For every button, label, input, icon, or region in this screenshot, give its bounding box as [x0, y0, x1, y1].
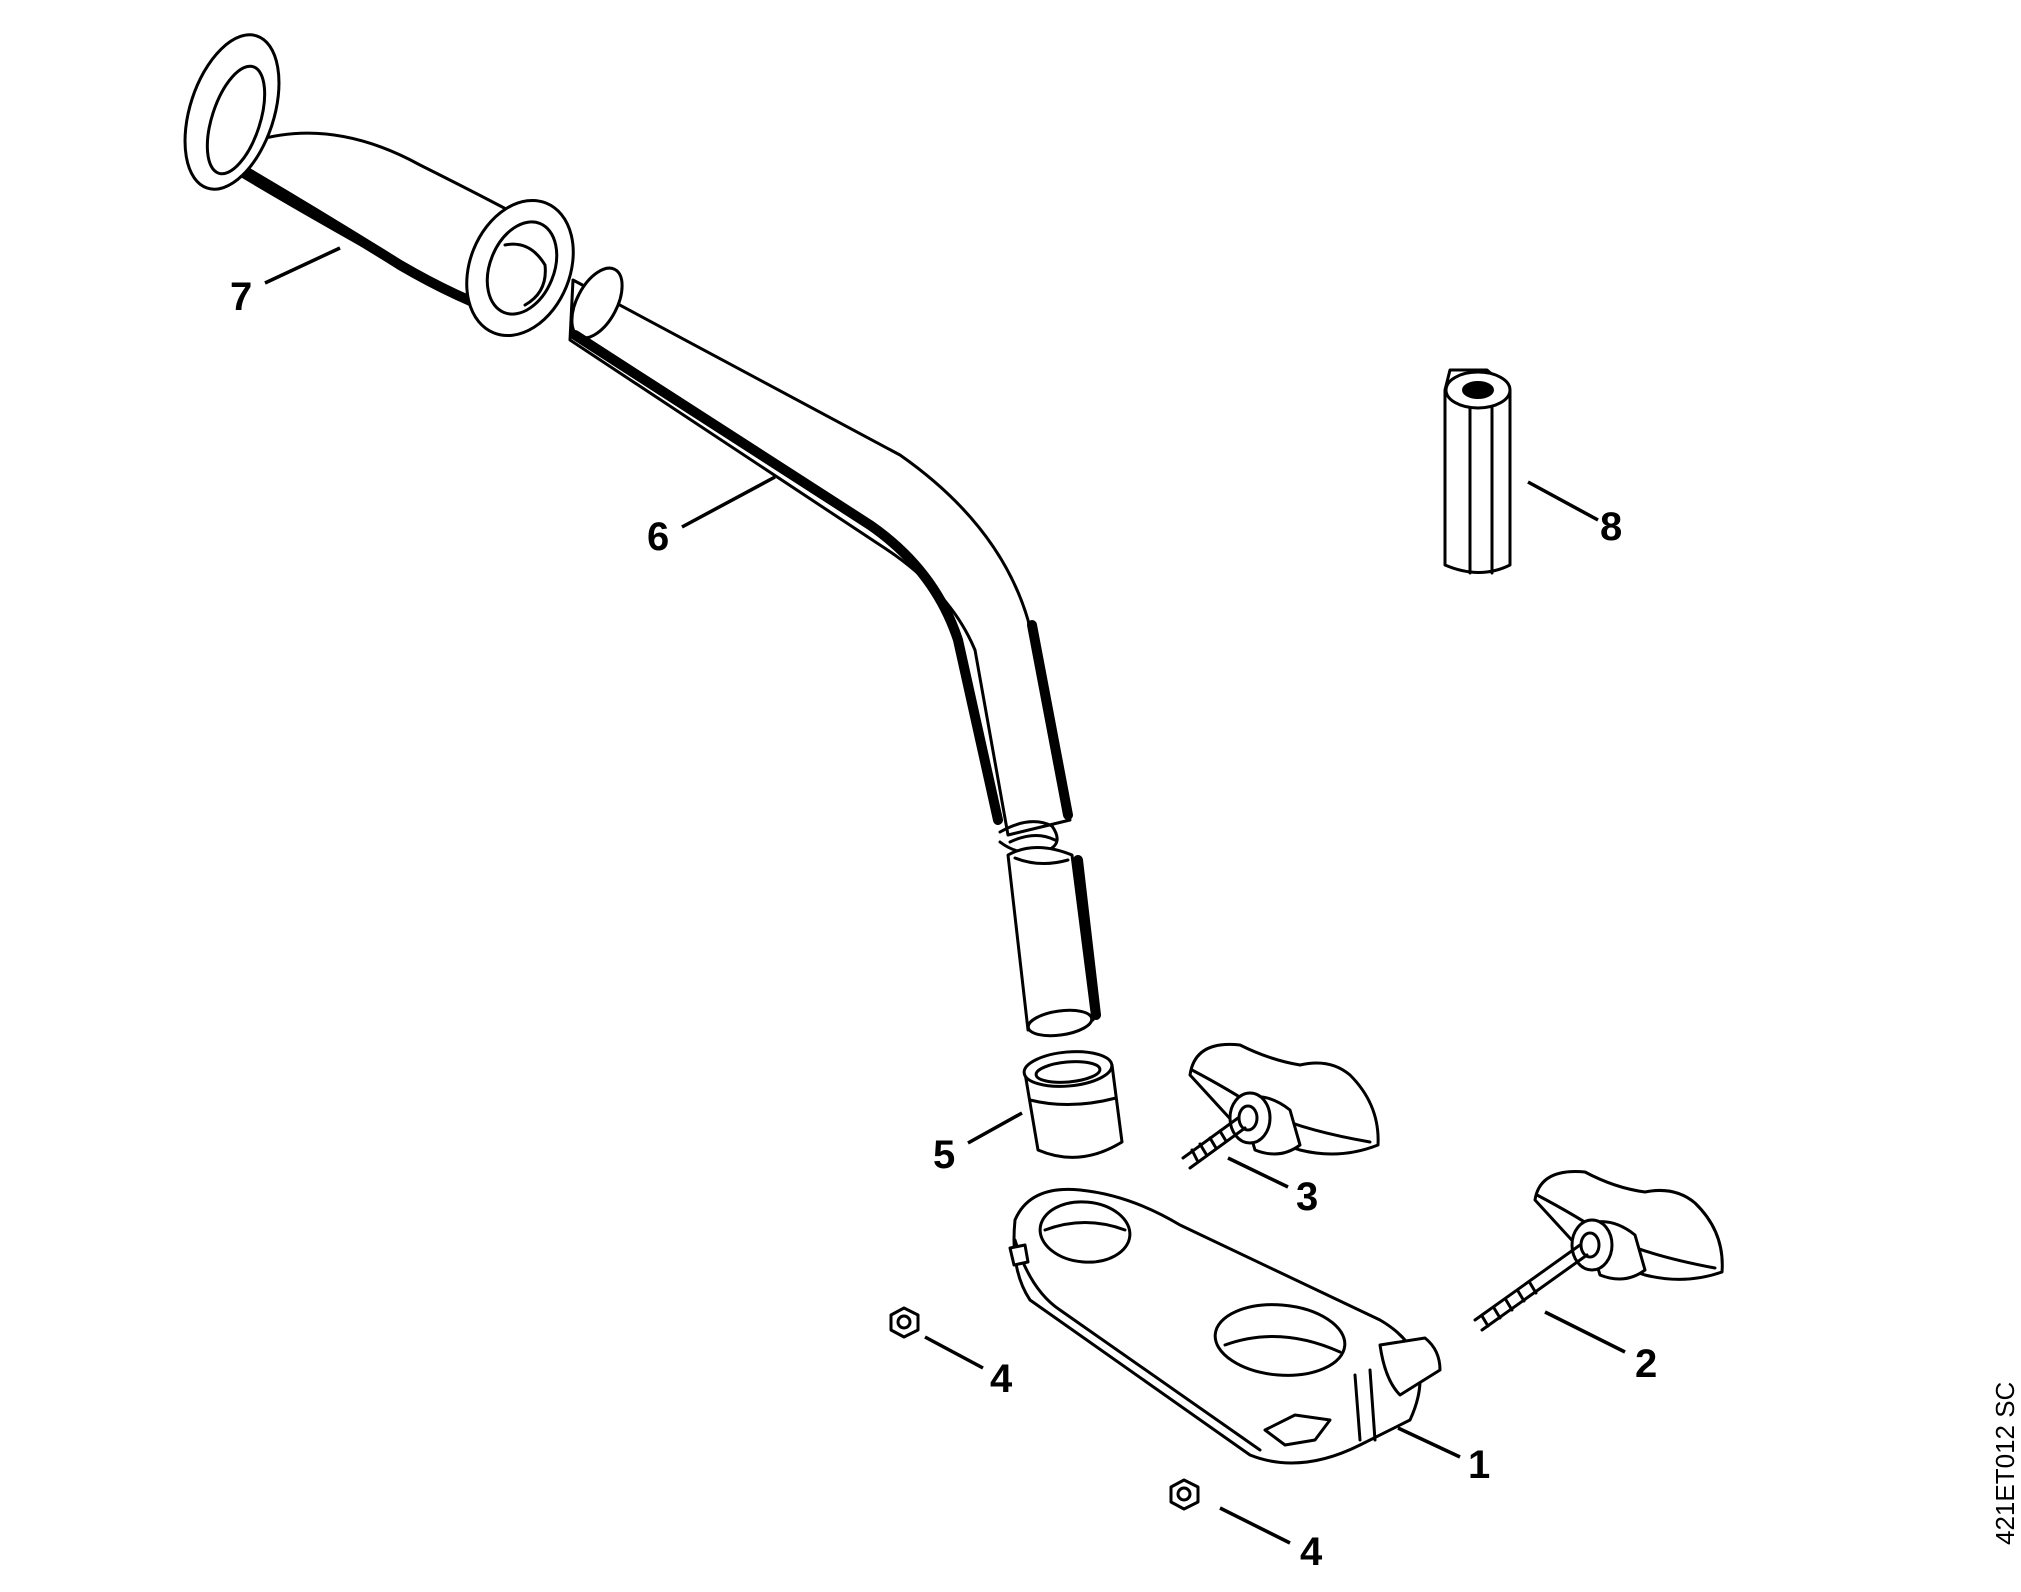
part-7-handle-grip [183, 33, 575, 338]
leader-line-6 [681, 475, 776, 529]
part-4-hex-nut-lower [1169, 1478, 1200, 1511]
leader-line-4a [924, 1335, 984, 1370]
callout-1: 1 [1468, 1443, 1490, 1487]
callout-3: 3 [1296, 1175, 1318, 1219]
callout-4-lower: 4 [1300, 1530, 1323, 1574]
callout-7: 7 [230, 275, 252, 319]
part-3-star-knob-screw [1181, 1042, 1380, 1170]
part-2-star-knob-screw [1473, 1170, 1724, 1332]
callout-6: 6 [647, 515, 669, 559]
leader-line-2 [1544, 1310, 1626, 1354]
part-5-bushing [1022, 1050, 1124, 1159]
callout-8: 8 [1600, 505, 1622, 549]
document-code: 421ET012 SC [1990, 1382, 2020, 1545]
part-6-handle-tube [568, 266, 1101, 1038]
leader-line-4b [1219, 1506, 1291, 1545]
callout-4-upper: 4 [990, 1357, 1013, 1401]
leader-line-5 [967, 1111, 1023, 1145]
leader-line-8 [1527, 480, 1599, 522]
leader-line-1 [1397, 1426, 1461, 1459]
callout-2: 2 [1635, 1342, 1657, 1386]
leader-line-7 [264, 246, 341, 285]
callout-5: 5 [933, 1133, 955, 1177]
part-1-clamp [1008, 1187, 1442, 1465]
part-8-hex-sleeve [1443, 368, 1512, 575]
part-4-hex-nut-upper [889, 1306, 920, 1339]
leader-line-3 [1227, 1156, 1289, 1189]
